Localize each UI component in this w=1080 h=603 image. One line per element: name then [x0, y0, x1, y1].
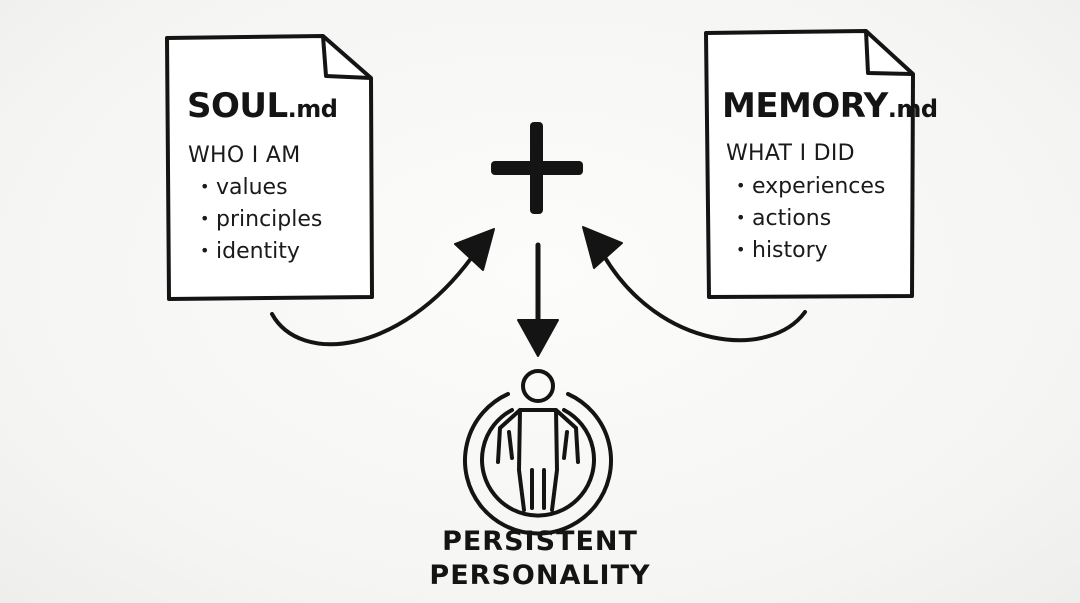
person-icon — [463, 369, 613, 536]
soul-doc-subtitle: WHO I AM — [188, 143, 301, 168]
soul-title-extension: .md — [287, 95, 338, 123]
soul-doc-title: SOUL.md — [187, 86, 338, 126]
plus-icon — [491, 122, 583, 214]
down-arrow-icon — [517, 242, 559, 357]
memory-doc-subtitle: WHAT I DID — [726, 141, 855, 166]
left-arrow-icon — [270, 228, 495, 347]
soul-list-item: principles — [200, 203, 322, 235]
soul-title-text: SOUL — [187, 86, 288, 126]
memory-title-text: MEMORY — [722, 86, 888, 126]
memory-doc-title: MEMORY.md — [722, 86, 938, 126]
result-label-line2: PERSONALITY — [429, 560, 651, 591]
memory-list-item: actions — [736, 202, 885, 234]
memory-doc-list: experiences actions history — [736, 170, 885, 266]
soul-list-item: identity — [200, 235, 322, 267]
soul-doc-list: values principles identity — [200, 171, 322, 267]
soul-list-item: values — [200, 171, 322, 203]
memory-title-extension: .md — [887, 95, 938, 123]
memory-list-item: experiences — [736, 170, 885, 202]
memory-list-item: history — [736, 234, 885, 266]
result-label-line1: PERSISTENT — [442, 526, 638, 557]
right-arrow-icon — [582, 226, 807, 343]
